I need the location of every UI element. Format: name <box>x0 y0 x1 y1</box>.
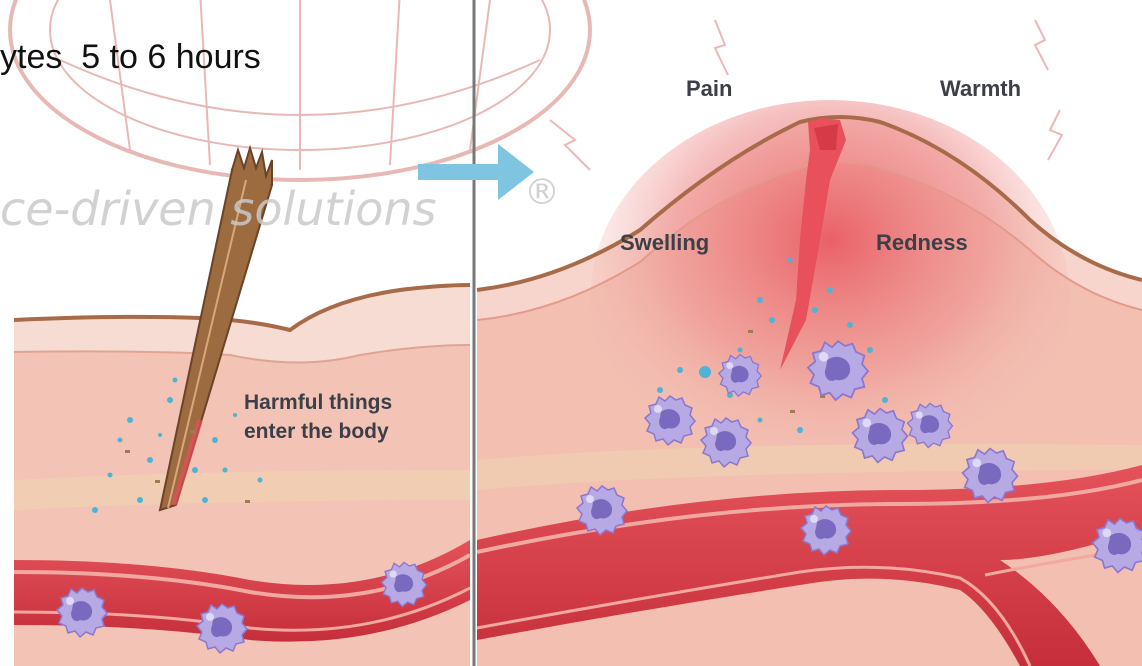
label-harmful-things: Harmful things enter the body <box>244 388 392 446</box>
watermark-registered-mark: ® <box>524 172 560 213</box>
label-warmth: Warmth <box>940 76 1021 102</box>
watermark-tagline: ce-driven solutions <box>0 182 437 236</box>
label-harmful-line2: enter the body <box>244 417 392 446</box>
label-harmful-line1: Harmful things <box>244 388 392 417</box>
label-swelling: Swelling <box>620 230 709 256</box>
slide-caption: ytes 5 to 6 hours <box>0 38 261 77</box>
label-pain: Pain <box>686 76 732 102</box>
label-redness: Redness <box>876 230 968 256</box>
